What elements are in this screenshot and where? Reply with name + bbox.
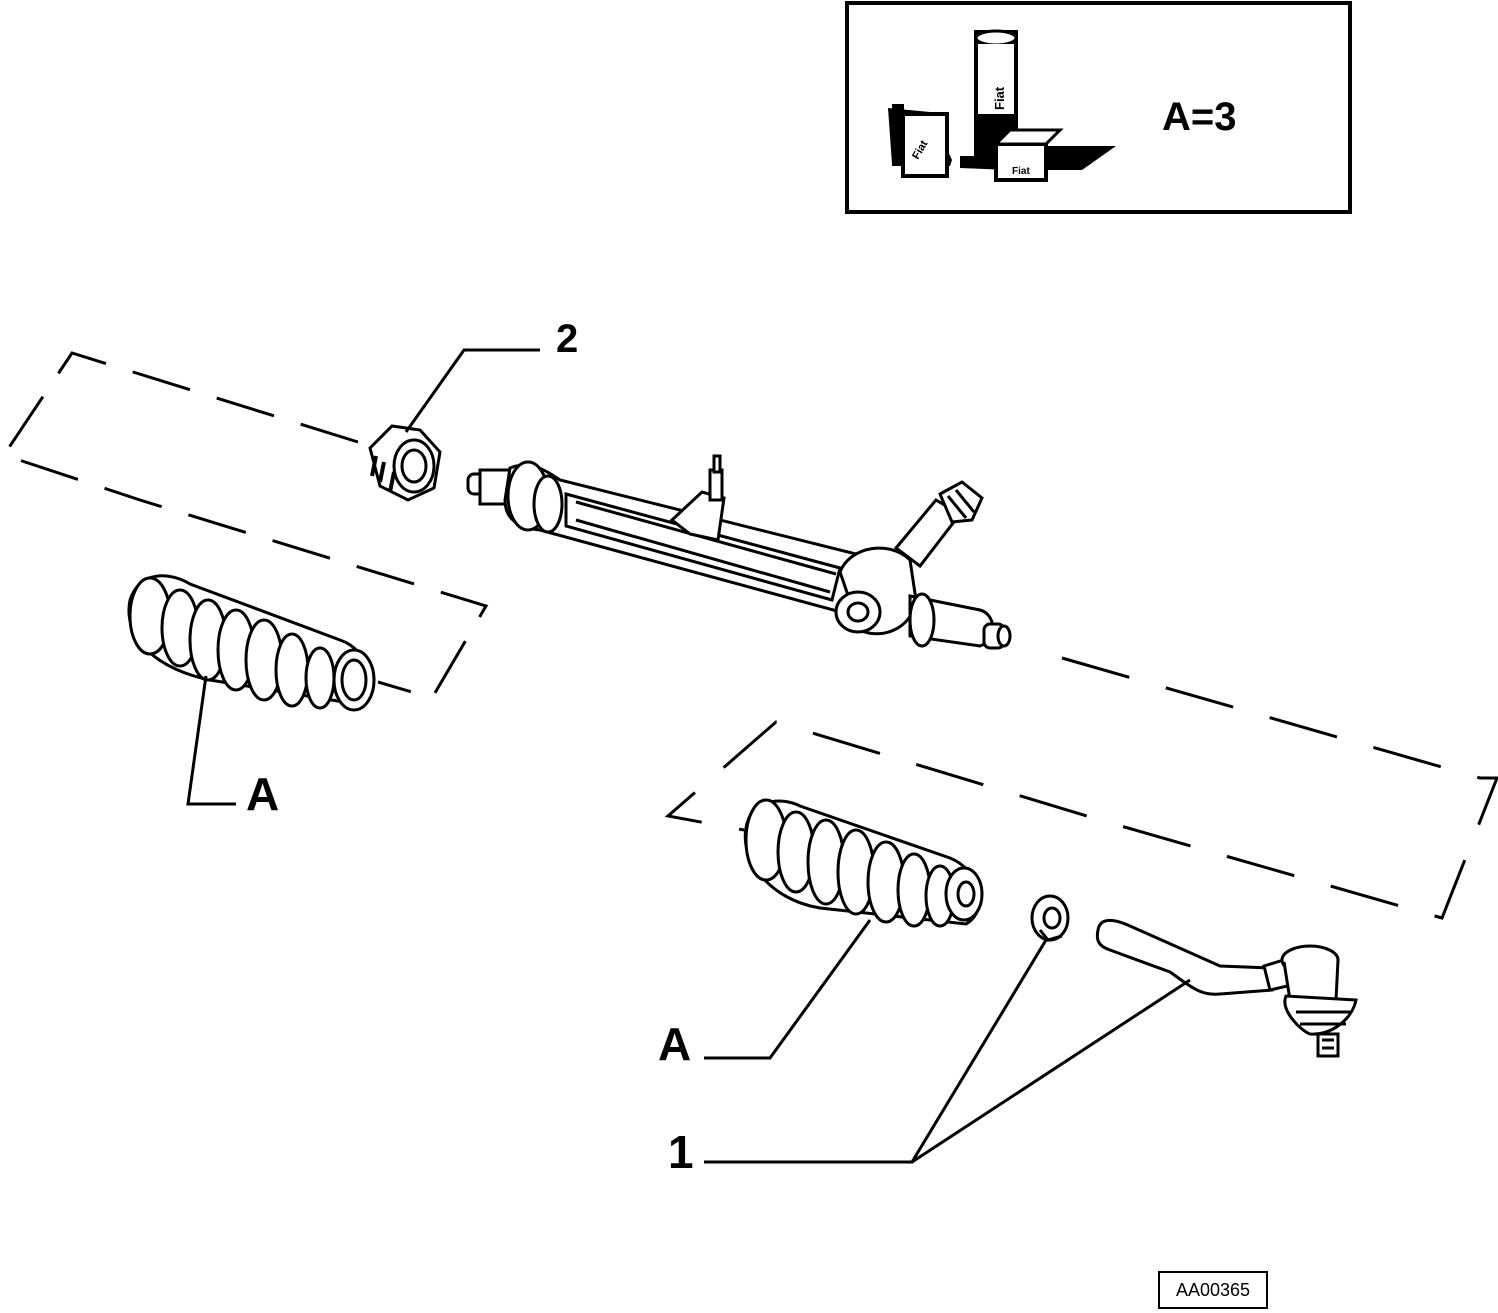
bellows-boot-right xyxy=(743,798,984,928)
fiat-label-tube: Fiat xyxy=(992,86,1007,110)
lock-nut-part-1 xyxy=(1030,894,1070,942)
leader-line-part-1-nut xyxy=(704,939,1048,1164)
fiat-label-right: Fiat xyxy=(1012,166,1030,177)
lubricant-box-left-icon: Fiat xyxy=(888,104,952,178)
steering-rack-assembly xyxy=(466,454,1012,650)
leader-lines xyxy=(186,348,1191,1164)
reference-code: AA00365 xyxy=(1175,1279,1251,1300)
callout-part-A-right: A xyxy=(658,1018,691,1070)
leader-line-part-A-right xyxy=(704,919,872,1060)
leader-line-part-2 xyxy=(404,348,540,433)
dashed-assembly-outline-right xyxy=(664,656,1498,920)
bellows-boot-left xyxy=(127,574,376,712)
leader-line-part-A-left xyxy=(186,675,236,806)
quantity-text: A=3 xyxy=(1162,95,1237,139)
dashed-assembly-outline-left xyxy=(1,351,489,700)
lubricant-box-right-icon: Fiat xyxy=(992,128,1116,182)
callout-part-1: 1 xyxy=(668,1126,694,1178)
leader-line-part-1-rod xyxy=(911,978,1191,1164)
tie-rod-end-part-1 xyxy=(1095,919,1358,1058)
callout-part-2: 2 xyxy=(556,317,578,361)
quantity-legend-box: Fiat Fiat Fiat A=3 xyxy=(845,1,1352,214)
callout-part-A-left: A xyxy=(246,768,279,820)
nut-part-2 xyxy=(368,424,442,502)
reference-code-box: AA00365 xyxy=(1158,1271,1268,1309)
